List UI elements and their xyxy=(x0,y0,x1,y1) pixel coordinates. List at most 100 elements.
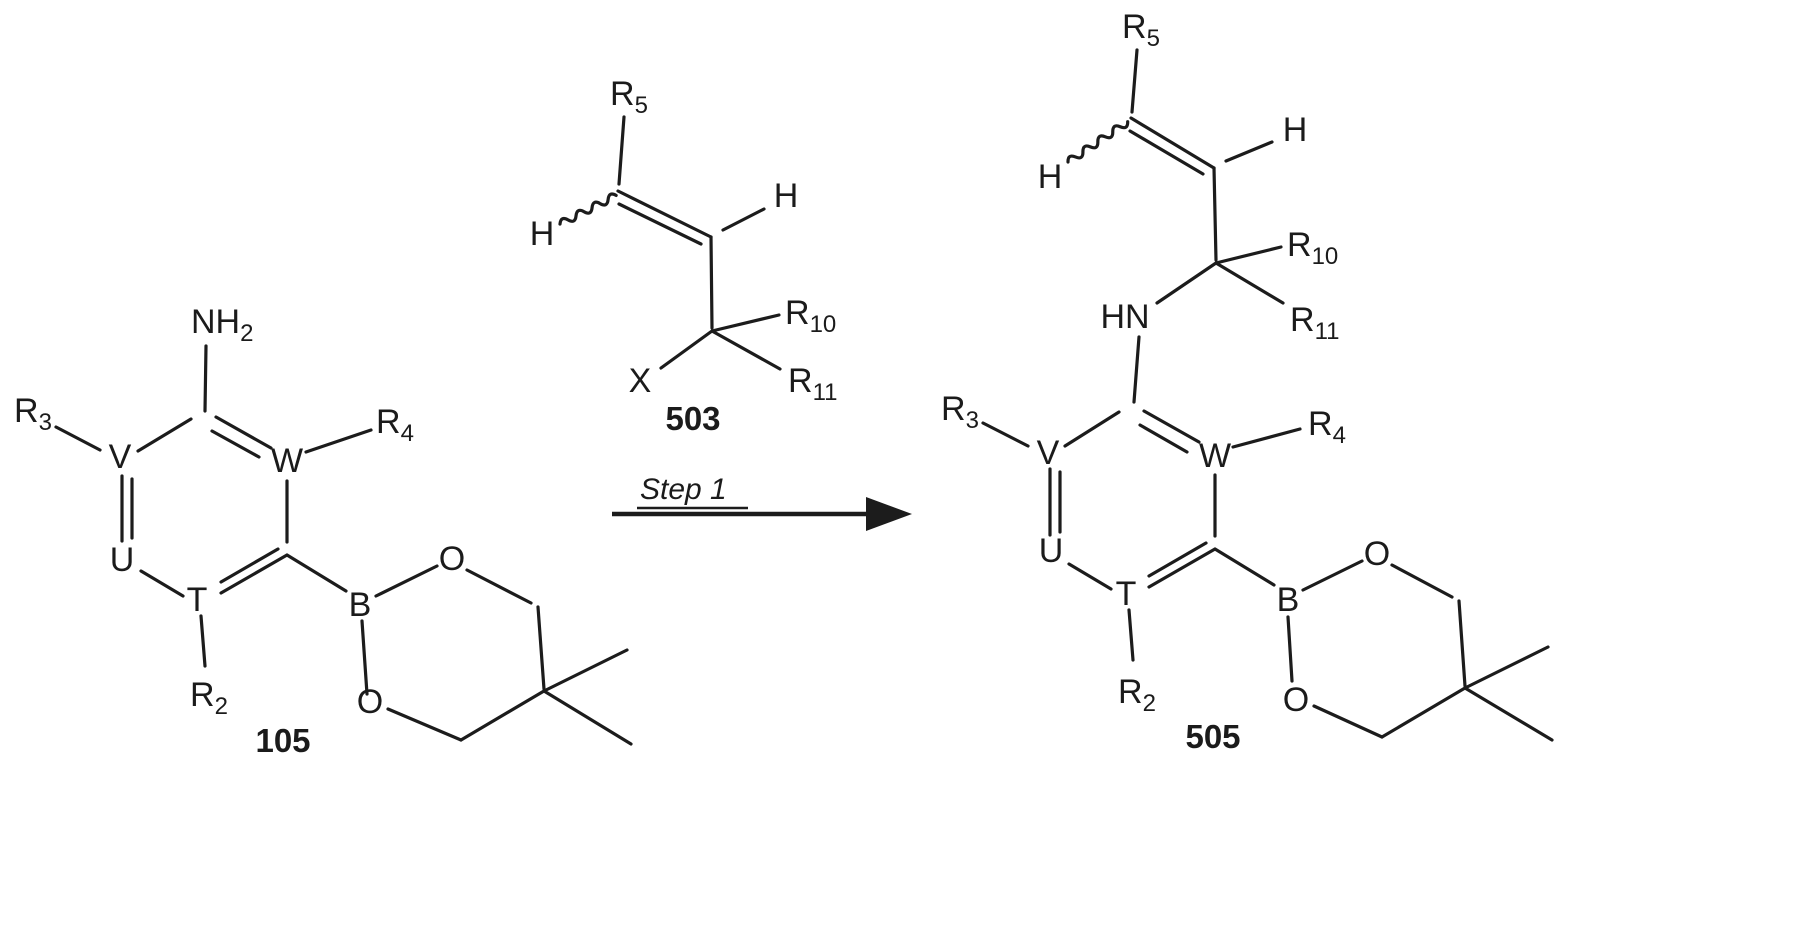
label-subscript: 10 xyxy=(810,311,837,338)
atom-label-boron: B xyxy=(349,586,372,624)
ring-atom-t: T xyxy=(1116,575,1137,613)
bond-o-c xyxy=(465,568,533,605)
atom-label-x: X xyxy=(629,362,652,400)
double-bond-inner-line xyxy=(1147,541,1208,578)
molecule-503: R5 H H R10 R11 X 503 xyxy=(530,75,838,437)
atom-label-oxygen-top: O xyxy=(439,540,465,578)
substituent-label-r3: R3 xyxy=(941,390,979,434)
label-base: R xyxy=(610,75,635,113)
substituent-label-r5: R5 xyxy=(1122,8,1160,52)
bond-methyl xyxy=(1463,645,1550,690)
label-base: R xyxy=(941,390,966,428)
label-subscript: 2 xyxy=(240,320,253,347)
bond-c-c xyxy=(1457,599,1467,688)
bond-r4 xyxy=(304,428,373,454)
substituent-label-r4: R4 xyxy=(376,403,414,447)
label-subscript: 11 xyxy=(813,379,838,406)
bond-methyl xyxy=(542,689,633,746)
reaction-step: Step 1 xyxy=(612,473,912,531)
compound-number-505: 505 xyxy=(1185,718,1240,755)
label-subscript: 5 xyxy=(635,92,648,119)
bond-ring-double xyxy=(1147,547,1217,589)
label-base: R xyxy=(1308,405,1333,443)
substituent-label-r10: R10 xyxy=(785,294,836,338)
ring-atom-w: W xyxy=(271,442,303,480)
label-base: R xyxy=(788,362,813,400)
bond-r10 xyxy=(710,313,781,333)
label-base: R xyxy=(1118,673,1143,711)
substituent-label-r3: R3 xyxy=(14,392,52,436)
double-bond-inner-line xyxy=(210,429,261,459)
bond-c-c xyxy=(709,235,714,330)
substituent-label-r2: R2 xyxy=(190,676,228,720)
bond-methyl xyxy=(1463,686,1554,742)
wavy-bond xyxy=(558,192,618,226)
substituent-label-r11: R11 xyxy=(788,362,837,406)
substituent-label-r2: R2 xyxy=(1118,673,1156,717)
step-label: Step 1 xyxy=(640,473,727,506)
atom-label-h-right: H xyxy=(774,177,799,215)
bond-ring-double xyxy=(1142,409,1201,444)
bond-o-b xyxy=(360,619,369,696)
compound-number-503: 503 xyxy=(665,400,720,437)
atom-label-oxygen-top: O xyxy=(1364,535,1390,573)
bond-r3 xyxy=(981,421,1030,448)
ring-atom-v: V xyxy=(109,438,132,476)
label-subscript: 10 xyxy=(1312,243,1339,270)
label-base: R xyxy=(1290,301,1315,339)
bond-vinyl-h xyxy=(721,207,766,232)
atom-label-boron: B xyxy=(1277,581,1300,619)
bond-methyl xyxy=(542,648,629,693)
label-subscript: 11 xyxy=(1315,318,1340,345)
bond-amine xyxy=(203,344,208,413)
bond-r4 xyxy=(1231,427,1302,449)
label-base: NH xyxy=(191,303,240,341)
label-base: R xyxy=(1287,226,1312,264)
bond-b-o xyxy=(374,564,439,598)
substituent-label-r5: R5 xyxy=(610,75,648,119)
bond-r2 xyxy=(199,614,207,668)
double-bond-inner-line xyxy=(1138,423,1189,454)
reaction-arrow-head xyxy=(866,497,912,531)
bond-r11 xyxy=(1214,261,1285,305)
ring-atom-v: V xyxy=(1037,434,1060,472)
bond-r5 xyxy=(617,115,626,186)
double-bond-inner-line xyxy=(219,547,280,584)
bond-ring xyxy=(1063,410,1121,448)
bond-alkene-double xyxy=(1129,116,1216,170)
bond-ring xyxy=(139,569,185,598)
label-subscript: 2 xyxy=(215,693,228,720)
amine-label-hn: HN xyxy=(1100,298,1149,336)
label-subscript: 5 xyxy=(1147,25,1160,52)
bond-r2 xyxy=(1127,608,1135,662)
label-base: R xyxy=(376,403,401,441)
bond-ring-double xyxy=(219,553,289,595)
label-base: R xyxy=(785,294,810,332)
bond-boron xyxy=(1213,547,1276,587)
label-subscript: 3 xyxy=(39,409,52,436)
bond-c-c xyxy=(459,689,546,742)
label-base: R xyxy=(1122,8,1147,46)
bond-r10 xyxy=(1214,245,1283,265)
bond-c-c xyxy=(1212,166,1218,262)
compound-number-105: 105 xyxy=(255,722,310,759)
bond-vinyl-h xyxy=(1224,140,1274,163)
molecule-105: NH2 R3 R4 R2 V W U T B O O 105 xyxy=(14,303,633,759)
ring-atom-u: U xyxy=(110,541,135,579)
label-base: R xyxy=(14,392,39,430)
substituent-label-r4: R4 xyxy=(1308,405,1346,449)
bond-ring xyxy=(1067,562,1113,591)
label-subscript: 4 xyxy=(401,420,414,447)
bond-r3 xyxy=(54,425,102,452)
bond-c-n xyxy=(1155,261,1218,305)
bond-alkene-double xyxy=(616,189,713,239)
atom-label-h-left: H xyxy=(1038,158,1063,196)
bond-o-c xyxy=(1390,563,1454,599)
bond-c-o xyxy=(1312,704,1384,739)
bond-r5 xyxy=(1130,48,1139,114)
substituent-label-r10: R10 xyxy=(1287,226,1338,270)
bond-boron xyxy=(285,553,348,593)
bond-n-ring xyxy=(1132,335,1141,404)
substituent-label-r11: R11 xyxy=(1290,301,1339,345)
